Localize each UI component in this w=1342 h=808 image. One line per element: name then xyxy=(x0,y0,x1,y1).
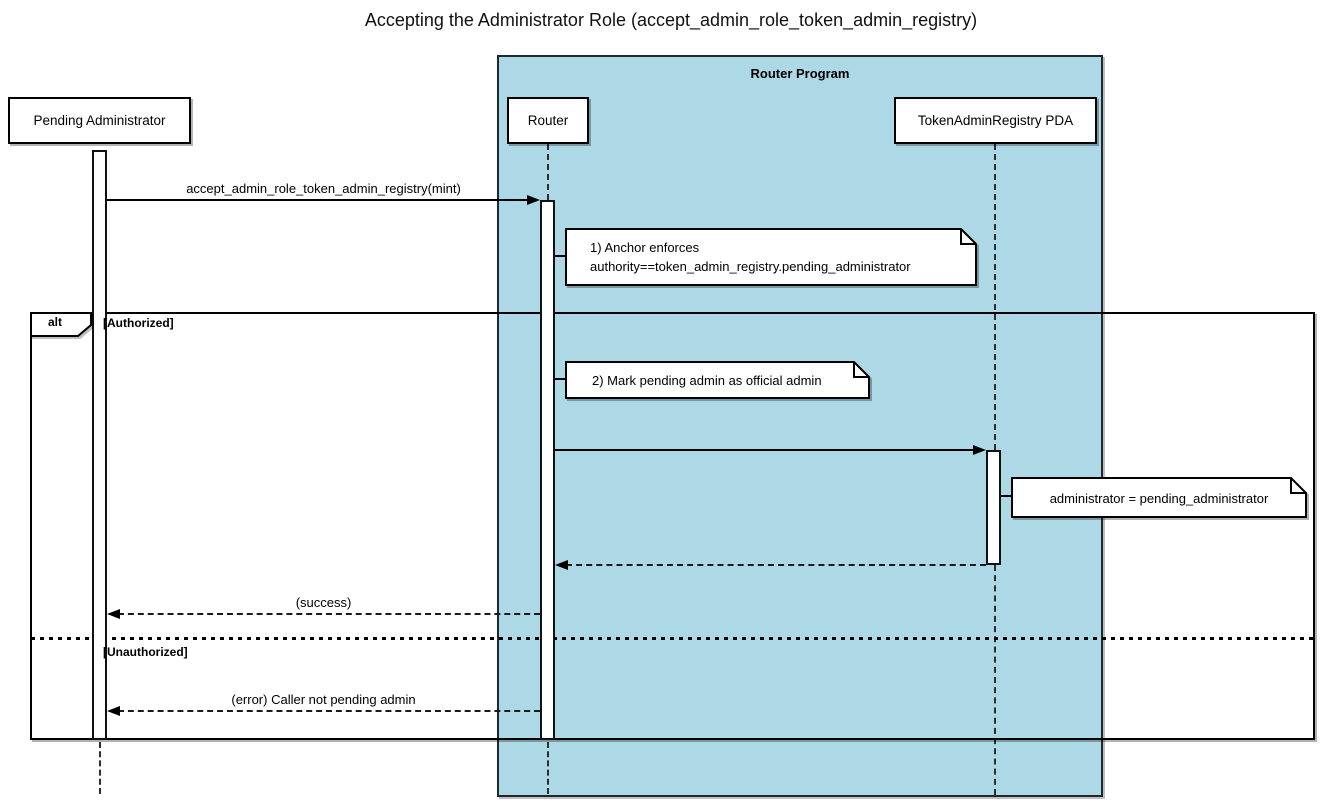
note-anchor-enforces: 1) Anchor enforces authority==token_admi… xyxy=(565,228,977,286)
participant-pending-administrator: Pending Administrator xyxy=(8,97,191,144)
message-update-arrowhead-icon xyxy=(973,445,986,455)
return-error-label: (error) Caller not pending admin xyxy=(231,692,416,707)
alt-operator-pentagon xyxy=(30,312,92,337)
participant-token-admin-registry-pda-label: TokenAdminRegistry PDA xyxy=(917,113,1074,128)
alt-operator-label: alt xyxy=(47,315,62,329)
return-error-line xyxy=(118,710,540,712)
participant-router-label: Router xyxy=(527,113,569,128)
message-update-line xyxy=(555,449,974,451)
note3-shape xyxy=(1011,477,1307,518)
message-call-arrowhead-icon xyxy=(527,195,540,205)
alt-frame xyxy=(30,312,1315,740)
note-mark-pending-admin: 2) Mark pending admin as official admin xyxy=(565,361,870,399)
lifeline-pda-top xyxy=(994,144,996,450)
guard-unauthorized: [Unauthorized] xyxy=(103,645,188,659)
lifeline-router-top xyxy=(547,144,549,200)
activation-router xyxy=(540,200,555,740)
lifeline-pending-admin-bottom xyxy=(99,742,101,794)
note1-connector xyxy=(555,255,566,257)
message-call-line xyxy=(107,199,528,201)
return-pda-arrowhead-icon xyxy=(555,560,568,570)
return-pda-line xyxy=(566,564,986,566)
return-success-label: (success) xyxy=(295,595,352,610)
note2-shape xyxy=(565,361,870,399)
participant-pending-administrator-label: Pending Administrator xyxy=(33,113,166,128)
message-call-label: accept_admin_role_token_admin_registry(m… xyxy=(186,181,461,196)
return-success-line xyxy=(118,613,540,615)
note1-line1: 1) Anchor enforces xyxy=(590,240,700,255)
participant-token-admin-registry-pda: TokenAdminRegistry PDA xyxy=(894,97,1097,144)
note2-text: 2) Mark pending admin as official admin xyxy=(592,373,822,388)
note-administrator-assignment: administrator = pending_administrator xyxy=(1011,477,1307,518)
lifeline-router-bottom xyxy=(547,742,549,794)
note1-shape xyxy=(565,228,977,286)
note1-line2: authority==token_admin_registry.pending_… xyxy=(590,259,911,274)
router-program-container xyxy=(497,55,1103,797)
alt-divider-line xyxy=(31,637,1314,640)
note3-connector xyxy=(1001,495,1012,497)
guard-authorized: [Authorized] xyxy=(103,316,174,330)
lifeline-pda-bottom xyxy=(994,565,996,795)
return-error-arrowhead-icon xyxy=(107,706,120,716)
participant-router: Router xyxy=(507,97,589,144)
note2-connector xyxy=(555,378,566,380)
diagram-title: Accepting the Administrator Role (accept… xyxy=(364,10,978,30)
note3-text: administrator = pending_administrator xyxy=(1049,491,1269,506)
activation-registry-pda xyxy=(986,450,1001,565)
return-success-arrowhead-icon xyxy=(107,609,120,619)
router-program-label: Router Program xyxy=(750,66,850,81)
activation-pending-administrator xyxy=(92,150,107,740)
